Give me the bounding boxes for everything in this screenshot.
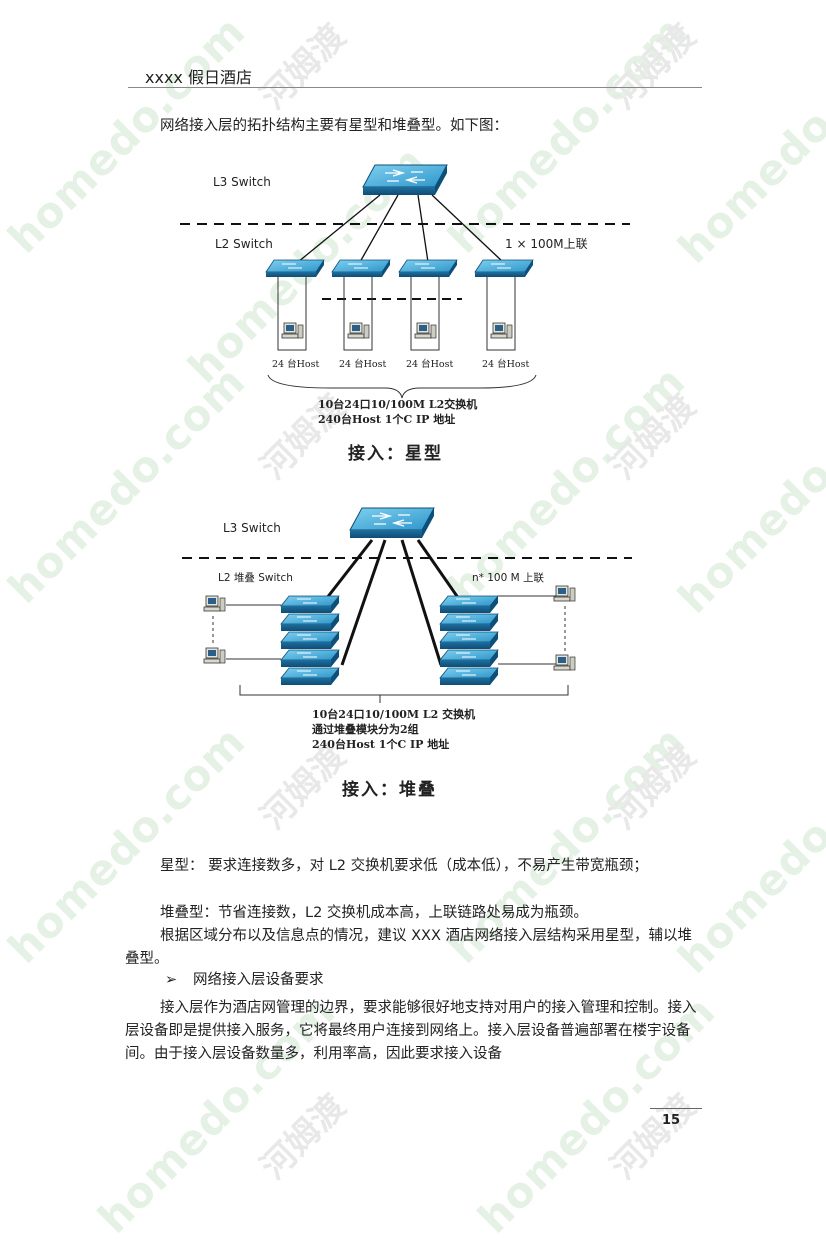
- intro-paragraph: 网络接入层的拓扑结构主要有星型和堆叠型。如下图：: [160, 118, 508, 134]
- star-description: 星型： 要求连接数多，对 L2 交换机要求低（成本低），不易产生带宽瓶颈；: [160, 858, 648, 874]
- star-l2-label: L2 Switch: [215, 237, 273, 251]
- host-pc-icon: [490, 322, 513, 339]
- host-pc-icon: [281, 322, 304, 339]
- l3-switch-icon: [349, 507, 435, 539]
- page-number: 15: [662, 1113, 681, 1128]
- stacked-switch-icon: [280, 667, 340, 686]
- page-header-title: xxxx 假日酒店: [145, 68, 252, 87]
- stack-summary-line2: 通过堆叠模块分为2组: [312, 722, 419, 736]
- stack-description: 堆叠型：节省连接数，L2 交换机成本高，上联链路处易成为瓶颈。: [160, 905, 588, 921]
- host-count-label: 24 台Host: [272, 358, 319, 370]
- l2-switch-icon: [398, 259, 458, 278]
- star-l3-label: L3 Switch: [213, 175, 271, 189]
- stack-diagram: L3 Switch L2 堆叠 Switch n* 100 M 上联: [182, 507, 632, 751]
- host-pc-icon: [553, 585, 576, 602]
- host-pc-icon: [347, 322, 370, 339]
- stacked-switch-icon: [280, 631, 340, 650]
- topology-diagrams: L3 Switch L2 Switch 1 × 100M上联 24 台Host …: [180, 164, 632, 751]
- recommendation-paragraph: 根据区域分布以及信息点的情况，建议 XXX 酒店网络接入层结构采用星型，辅以堆叠…: [125, 928, 693, 967]
- stacked-switch-icon: [439, 631, 499, 650]
- host-pc-icon: [553, 654, 576, 671]
- access-layer-paragraph: 接入层作为酒店网管理的边界，要求能够很好地支持对用户的接入管理和控制。接入层设备…: [125, 1000, 697, 1062]
- stack-summary-line1: 10台24口10/100M L2 交换机: [312, 707, 475, 721]
- stacked-switch-icon: [439, 613, 499, 632]
- host-count-label: 24 台Host: [339, 358, 386, 370]
- header-divider: [128, 87, 702, 88]
- group-brace: [267, 374, 537, 399]
- stacked-switch-icon: [439, 667, 499, 686]
- star-uplink-label: 1 × 100M上联: [505, 237, 588, 251]
- watermark-cn: 河姆渡: [603, 1086, 704, 1188]
- star-caption: 接入：星型: [348, 444, 443, 464]
- footer-divider: [650, 1108, 702, 1109]
- stacked-switch-icon: [280, 649, 340, 668]
- group-bracket: [239, 685, 569, 696]
- l3-switch-icon: [362, 164, 448, 196]
- l2-switch-icon: [474, 259, 534, 278]
- l2-switch-icon: [331, 259, 391, 278]
- stack-uplink-label: n* 100 M 上联: [472, 572, 545, 584]
- stacked-switch-icon: [280, 613, 340, 632]
- host-pc-icon: [414, 322, 437, 339]
- star-summary-line1: 10台24口10/100M L2交换机: [318, 397, 477, 411]
- stacked-switch-icon: [439, 649, 499, 668]
- stack-l3-label: L3 Switch: [223, 521, 281, 535]
- star-diagram: L3 Switch L2 Switch 1 × 100M上联 24 台Host …: [180, 164, 630, 426]
- l2-switch-icon: [265, 259, 325, 278]
- stack-summary-line3: 240台Host 1个C IP 地址: [312, 737, 449, 751]
- watermark-cn: 河姆渡: [253, 1086, 354, 1188]
- stacked-switch-icon: [439, 595, 499, 614]
- stack-l2-label: L2 堆叠 Switch: [218, 572, 293, 584]
- host-pc-icon: [203, 595, 226, 612]
- host-count-label: 24 台Host: [406, 358, 453, 370]
- stacked-switch-icon: [280, 595, 340, 614]
- host-count-label: 24 台Host: [482, 358, 529, 370]
- section-heading: 网络接入层设备要求: [193, 972, 324, 988]
- stack-caption: 接入：堆叠: [342, 780, 437, 800]
- section-bullet-marker: ➢: [165, 972, 178, 988]
- star-summary-line2: 240台Host 1个C IP 地址: [318, 412, 455, 426]
- host-pc-icon: [203, 647, 226, 664]
